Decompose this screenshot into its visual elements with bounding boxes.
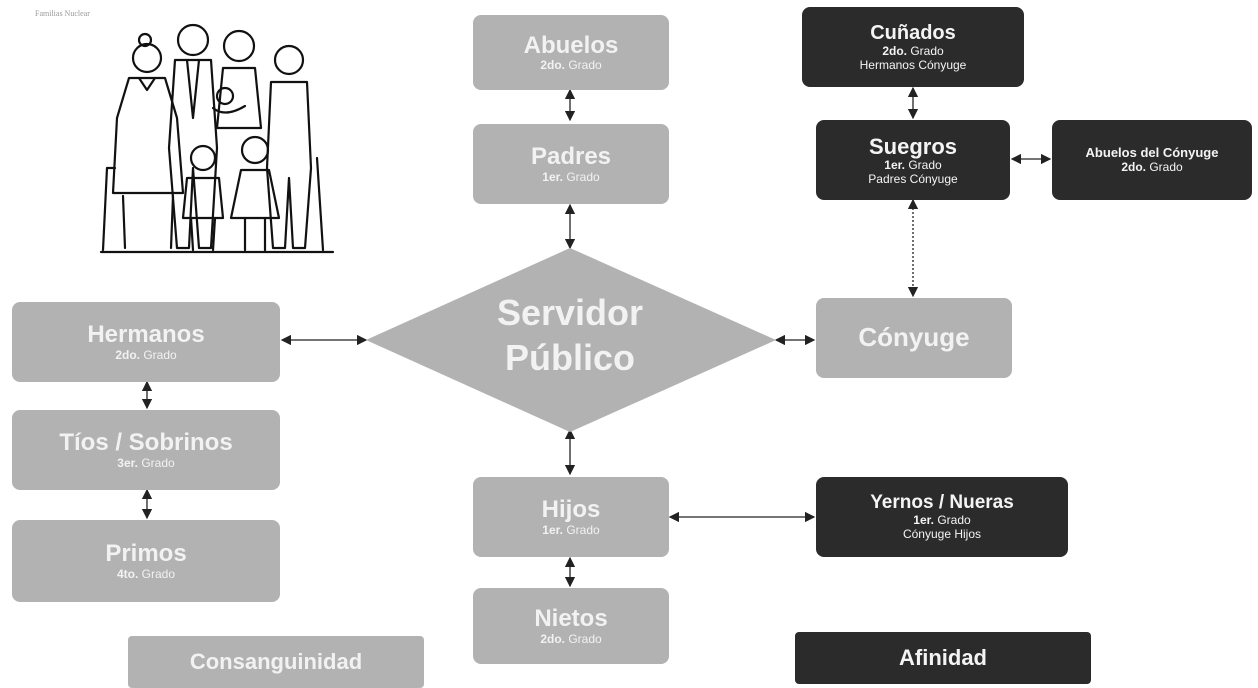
family-illustration xyxy=(99,23,335,254)
node-abuelos-conyuge-grade: 2do. Grado xyxy=(1121,159,1183,174)
node-abuelos: Abuelos 2do. Grado xyxy=(473,15,669,90)
node-tios-title: Tíos / Sobrinos xyxy=(59,429,233,457)
node-nietos-grade: 2do. Grado xyxy=(540,631,602,646)
center-diamond xyxy=(366,248,776,432)
node-hermanos-title: Hermanos xyxy=(87,321,205,349)
node-hijos-grade: 1er. Grado xyxy=(542,522,600,537)
node-tios-grade: 3er. Grado xyxy=(117,455,175,470)
center-label: Servidor Público xyxy=(430,290,710,380)
node-nietos: Nietos 2do. Grado xyxy=(473,588,669,664)
legend-afinidad: Afinidad xyxy=(795,632,1091,684)
node-tios-sobrinos: Tíos / Sobrinos 3er. Grado xyxy=(12,410,280,490)
node-abuelos-conyuge: Abuelos del Cónyuge 2do. Grado xyxy=(1052,120,1252,200)
node-yernos-note: Cónyuge Hijos xyxy=(902,526,982,541)
node-suegros-title: Suegros xyxy=(868,133,958,159)
node-conyuge-title: Cónyuge xyxy=(858,322,970,353)
node-cunados: Cuñados 2do. Grado Hermanos Cónyuge xyxy=(802,7,1024,87)
node-suegros: Suegros 1er. Grado Padres Cónyuge xyxy=(816,120,1010,200)
node-hijos-title: Hijos xyxy=(541,496,601,524)
node-yernos-title: Yernos / Nueras xyxy=(870,492,1014,514)
node-padres-grade: 1er. Grado xyxy=(542,169,600,184)
node-cunados-title: Cuñados xyxy=(870,21,956,44)
node-hermanos: Hermanos 2do. Grado xyxy=(12,302,280,382)
node-abuelos-conyuge-title: Abuelos del Cónyuge xyxy=(1085,144,1219,160)
node-hermanos-grade: 2do. Grado xyxy=(115,347,177,362)
node-abuelos-grade: 2do. Grado xyxy=(540,58,602,73)
node-abuelos-title: Abuelos xyxy=(523,31,619,59)
node-conyuge: Cónyuge xyxy=(816,298,1012,378)
center-label-line2: Público xyxy=(504,337,635,378)
node-yernos-nueras: Yernos / Nueras 1er. Grado Cónyuge Hijos xyxy=(816,477,1068,557)
node-hijos: Hijos 1er. Grado xyxy=(473,477,669,557)
image-caption: Familias Nuclear xyxy=(35,9,90,18)
node-cunados-note: Hermanos Cónyuge xyxy=(859,57,967,72)
legend-consanguinidad: Consanguinidad xyxy=(128,636,424,688)
node-nietos-title: Nietos xyxy=(534,605,608,633)
node-primos-grade: 4to. Grado xyxy=(116,566,176,581)
node-yernos-grade: 1er. Grado xyxy=(913,513,971,528)
node-suegros-grade: 1er. Grado xyxy=(884,157,942,172)
center-label-line1: Servidor xyxy=(496,292,644,333)
node-cunados-grade: 2do. Grado xyxy=(882,43,944,58)
node-padres-title: Padres xyxy=(530,143,612,171)
node-primos-title: Primos xyxy=(105,540,187,568)
node-primos: Primos 4to. Grado xyxy=(12,520,280,602)
node-padres: Padres 1er. Grado xyxy=(473,124,669,204)
node-suegros-note: Padres Cónyuge xyxy=(868,171,958,186)
